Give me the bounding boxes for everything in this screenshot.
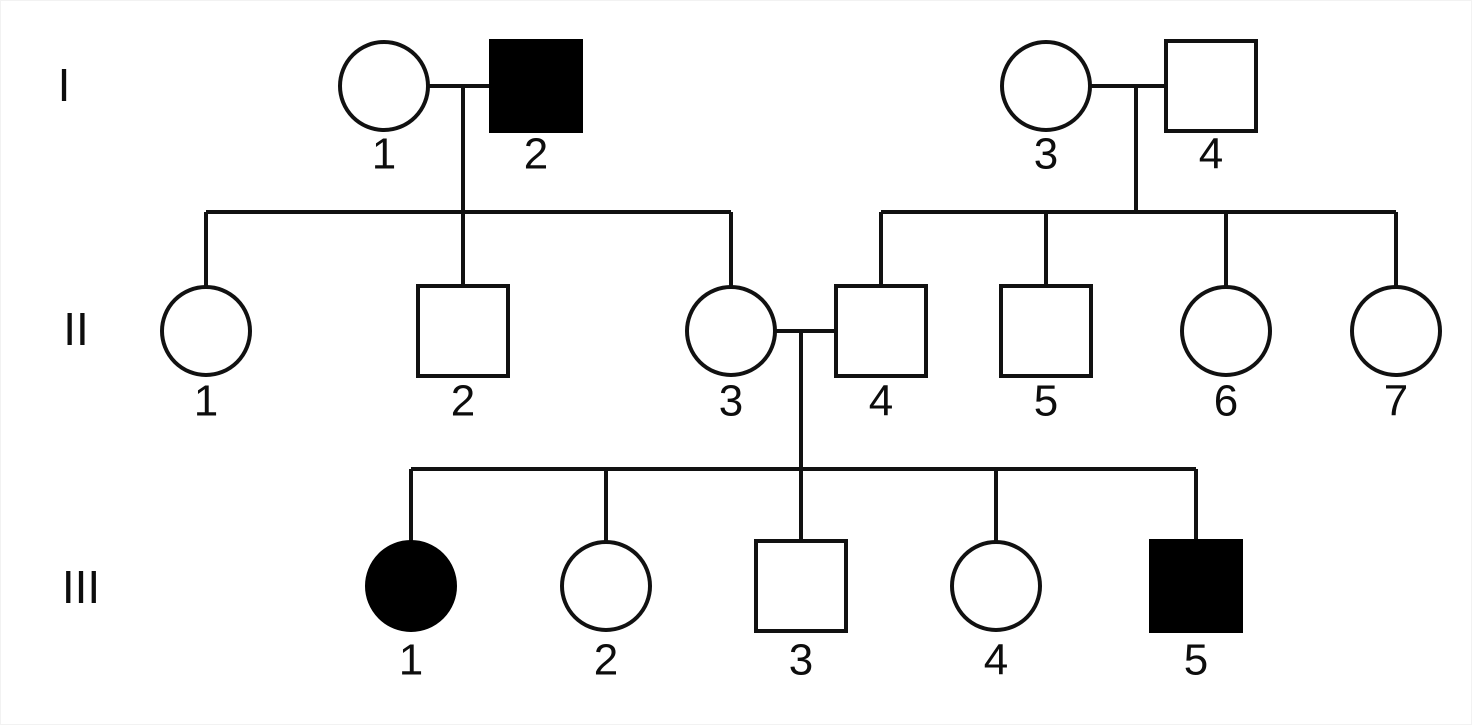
- unaffected-male-square-icon[interactable]: [416, 284, 510, 378]
- individual-number-label: 3: [719, 377, 743, 426]
- individual-number-label: 7: [1384, 377, 1408, 426]
- unaffected-female-circle-icon[interactable]: [560, 540, 652, 632]
- individual-number-label: 1: [194, 377, 218, 426]
- individual-number-label: 5: [1184, 636, 1208, 685]
- unaffected-female-circle-icon[interactable]: [1000, 40, 1092, 132]
- unaffected-male-square-icon[interactable]: [1164, 39, 1258, 133]
- unaffected-male-square-icon[interactable]: [834, 284, 928, 378]
- individual-number-label: 2: [451, 377, 475, 426]
- generation-label: II: [63, 303, 89, 355]
- individual-number-labels-layer: 1 2 3 4 1 2 3 4 5 6 7 1 2 3 4 5: [194, 130, 1408, 685]
- unaffected-male-square-icon[interactable]: [999, 284, 1093, 378]
- generation-label: III: [62, 561, 100, 613]
- generation-label: I: [58, 59, 71, 111]
- affected-female-circle-icon[interactable]: [365, 540, 457, 632]
- connector-lines-layer: [204, 84, 1398, 542]
- individual-number-label: 4: [869, 377, 893, 426]
- unaffected-male-square-icon[interactable]: [754, 539, 848, 633]
- unaffected-female-circle-icon[interactable]: [685, 285, 777, 377]
- affected-male-square-icon[interactable]: [489, 39, 583, 133]
- individual-number-label: 2: [594, 636, 618, 685]
- affected-male-square-icon[interactable]: [1149, 539, 1243, 633]
- unaffected-female-circle-icon[interactable]: [1350, 285, 1442, 377]
- individual-number-label: 1: [399, 636, 423, 685]
- unaffected-female-circle-icon[interactable]: [160, 285, 252, 377]
- individual-number-label: 4: [1199, 130, 1223, 179]
- unaffected-female-circle-icon[interactable]: [950, 540, 1042, 632]
- individual-number-label: 3: [789, 636, 813, 685]
- individual-number-label: 6: [1214, 377, 1238, 426]
- individual-number-label: 1: [372, 130, 396, 179]
- individual-symbols-layer: [160, 39, 1442, 633]
- individual-number-label: 5: [1034, 377, 1058, 426]
- individual-number-label: 4: [984, 636, 1008, 685]
- unaffected-female-circle-icon[interactable]: [338, 40, 430, 132]
- unaffected-female-circle-icon[interactable]: [1180, 285, 1272, 377]
- individual-number-label: 2: [524, 130, 548, 179]
- individual-number-label: 3: [1034, 130, 1058, 179]
